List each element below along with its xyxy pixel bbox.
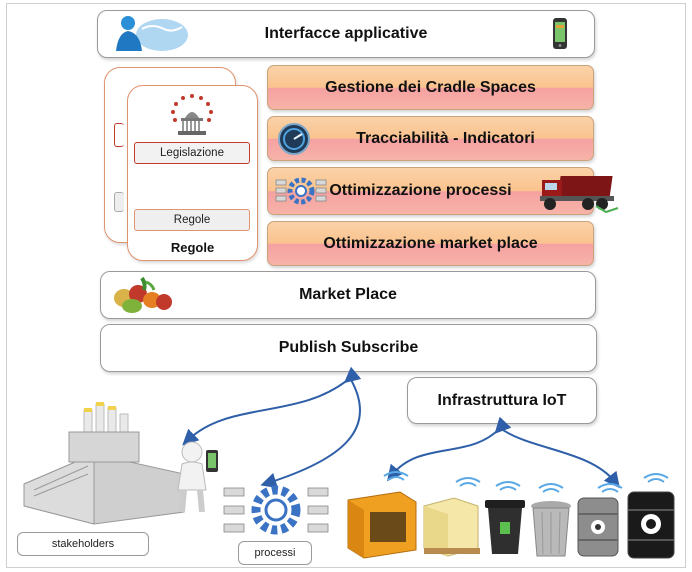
gestione-label: Gestione dei Cradle Spaces [325, 78, 536, 96]
barrel-biohazard-icon [577, 497, 619, 557]
stakeholders-label-box: stakeholders [17, 532, 149, 556]
ottimizzazione-processi-label: Ottimizzazione processi [329, 182, 512, 199]
publish-subscribe-label: Publish Subscribe [278, 339, 419, 356]
boxes-icon [423, 497, 480, 557]
regole-field-label: Regole [173, 214, 211, 226]
arrow-to-stakeholders [182, 366, 362, 446]
gear-process-icon [223, 485, 329, 535]
fruit-basket-icon [114, 276, 172, 313]
arrow-to-bins [499, 427, 620, 489]
tracciabilita-label: Tracciabilità - Indicatori [356, 129, 535, 147]
iot-devices-row [347, 471, 675, 559]
bin-recycle-icon [485, 500, 525, 554]
truck-icon [540, 176, 619, 214]
regole-card-front: Legislazione Regole Regole [127, 85, 258, 261]
tracciabilita-indicatori-box: Tracciabilità - Indicatori [267, 116, 594, 161]
regole-title-label: Regole [170, 239, 215, 255]
processi-label-box: processi [238, 541, 312, 565]
regole-card-title: Regole [128, 236, 257, 258]
market-place-box: Market Place [100, 271, 596, 319]
infrastruttura-iot-label: Infrastruttura IoT [437, 391, 567, 409]
smartphone-icon [553, 18, 567, 49]
back-card-field-2 [114, 192, 124, 212]
back-card-field [114, 123, 124, 147]
ottimizzazione-market-place-box: Ottimizzazione market place [267, 221, 594, 266]
legislazione-field: Legislazione [134, 142, 250, 164]
barrel-oil-icon [627, 491, 675, 559]
ottimizzazione-market-label: Ottimizzazione market place [323, 234, 538, 252]
capitol-seal-icon [171, 94, 213, 135]
trash-can-icon [531, 501, 571, 557]
stakeholders-label: stakeholders [51, 538, 115, 550]
market-place-label: Market Place [299, 286, 397, 303]
arrow-to-containers [386, 416, 512, 482]
gauge-icon [278, 123, 310, 155]
arrow-to-processi [260, 377, 362, 489]
person-phone-icon [177, 441, 218, 513]
gestione-cradle-spaces-box: Gestione dei Cradle Spaces [267, 65, 594, 110]
container-icon [347, 491, 417, 559]
factory-icon [23, 402, 185, 525]
world-user-icon [116, 16, 188, 51]
processi-label: processi [254, 547, 296, 559]
diagram-frame [6, 3, 686, 568]
regole-field: Regole [134, 209, 250, 231]
interfacce-label: Interfacce applicative [264, 25, 428, 42]
legislazione-label: Legislazione [160, 147, 224, 159]
gear-process-icon-small [275, 177, 327, 205]
